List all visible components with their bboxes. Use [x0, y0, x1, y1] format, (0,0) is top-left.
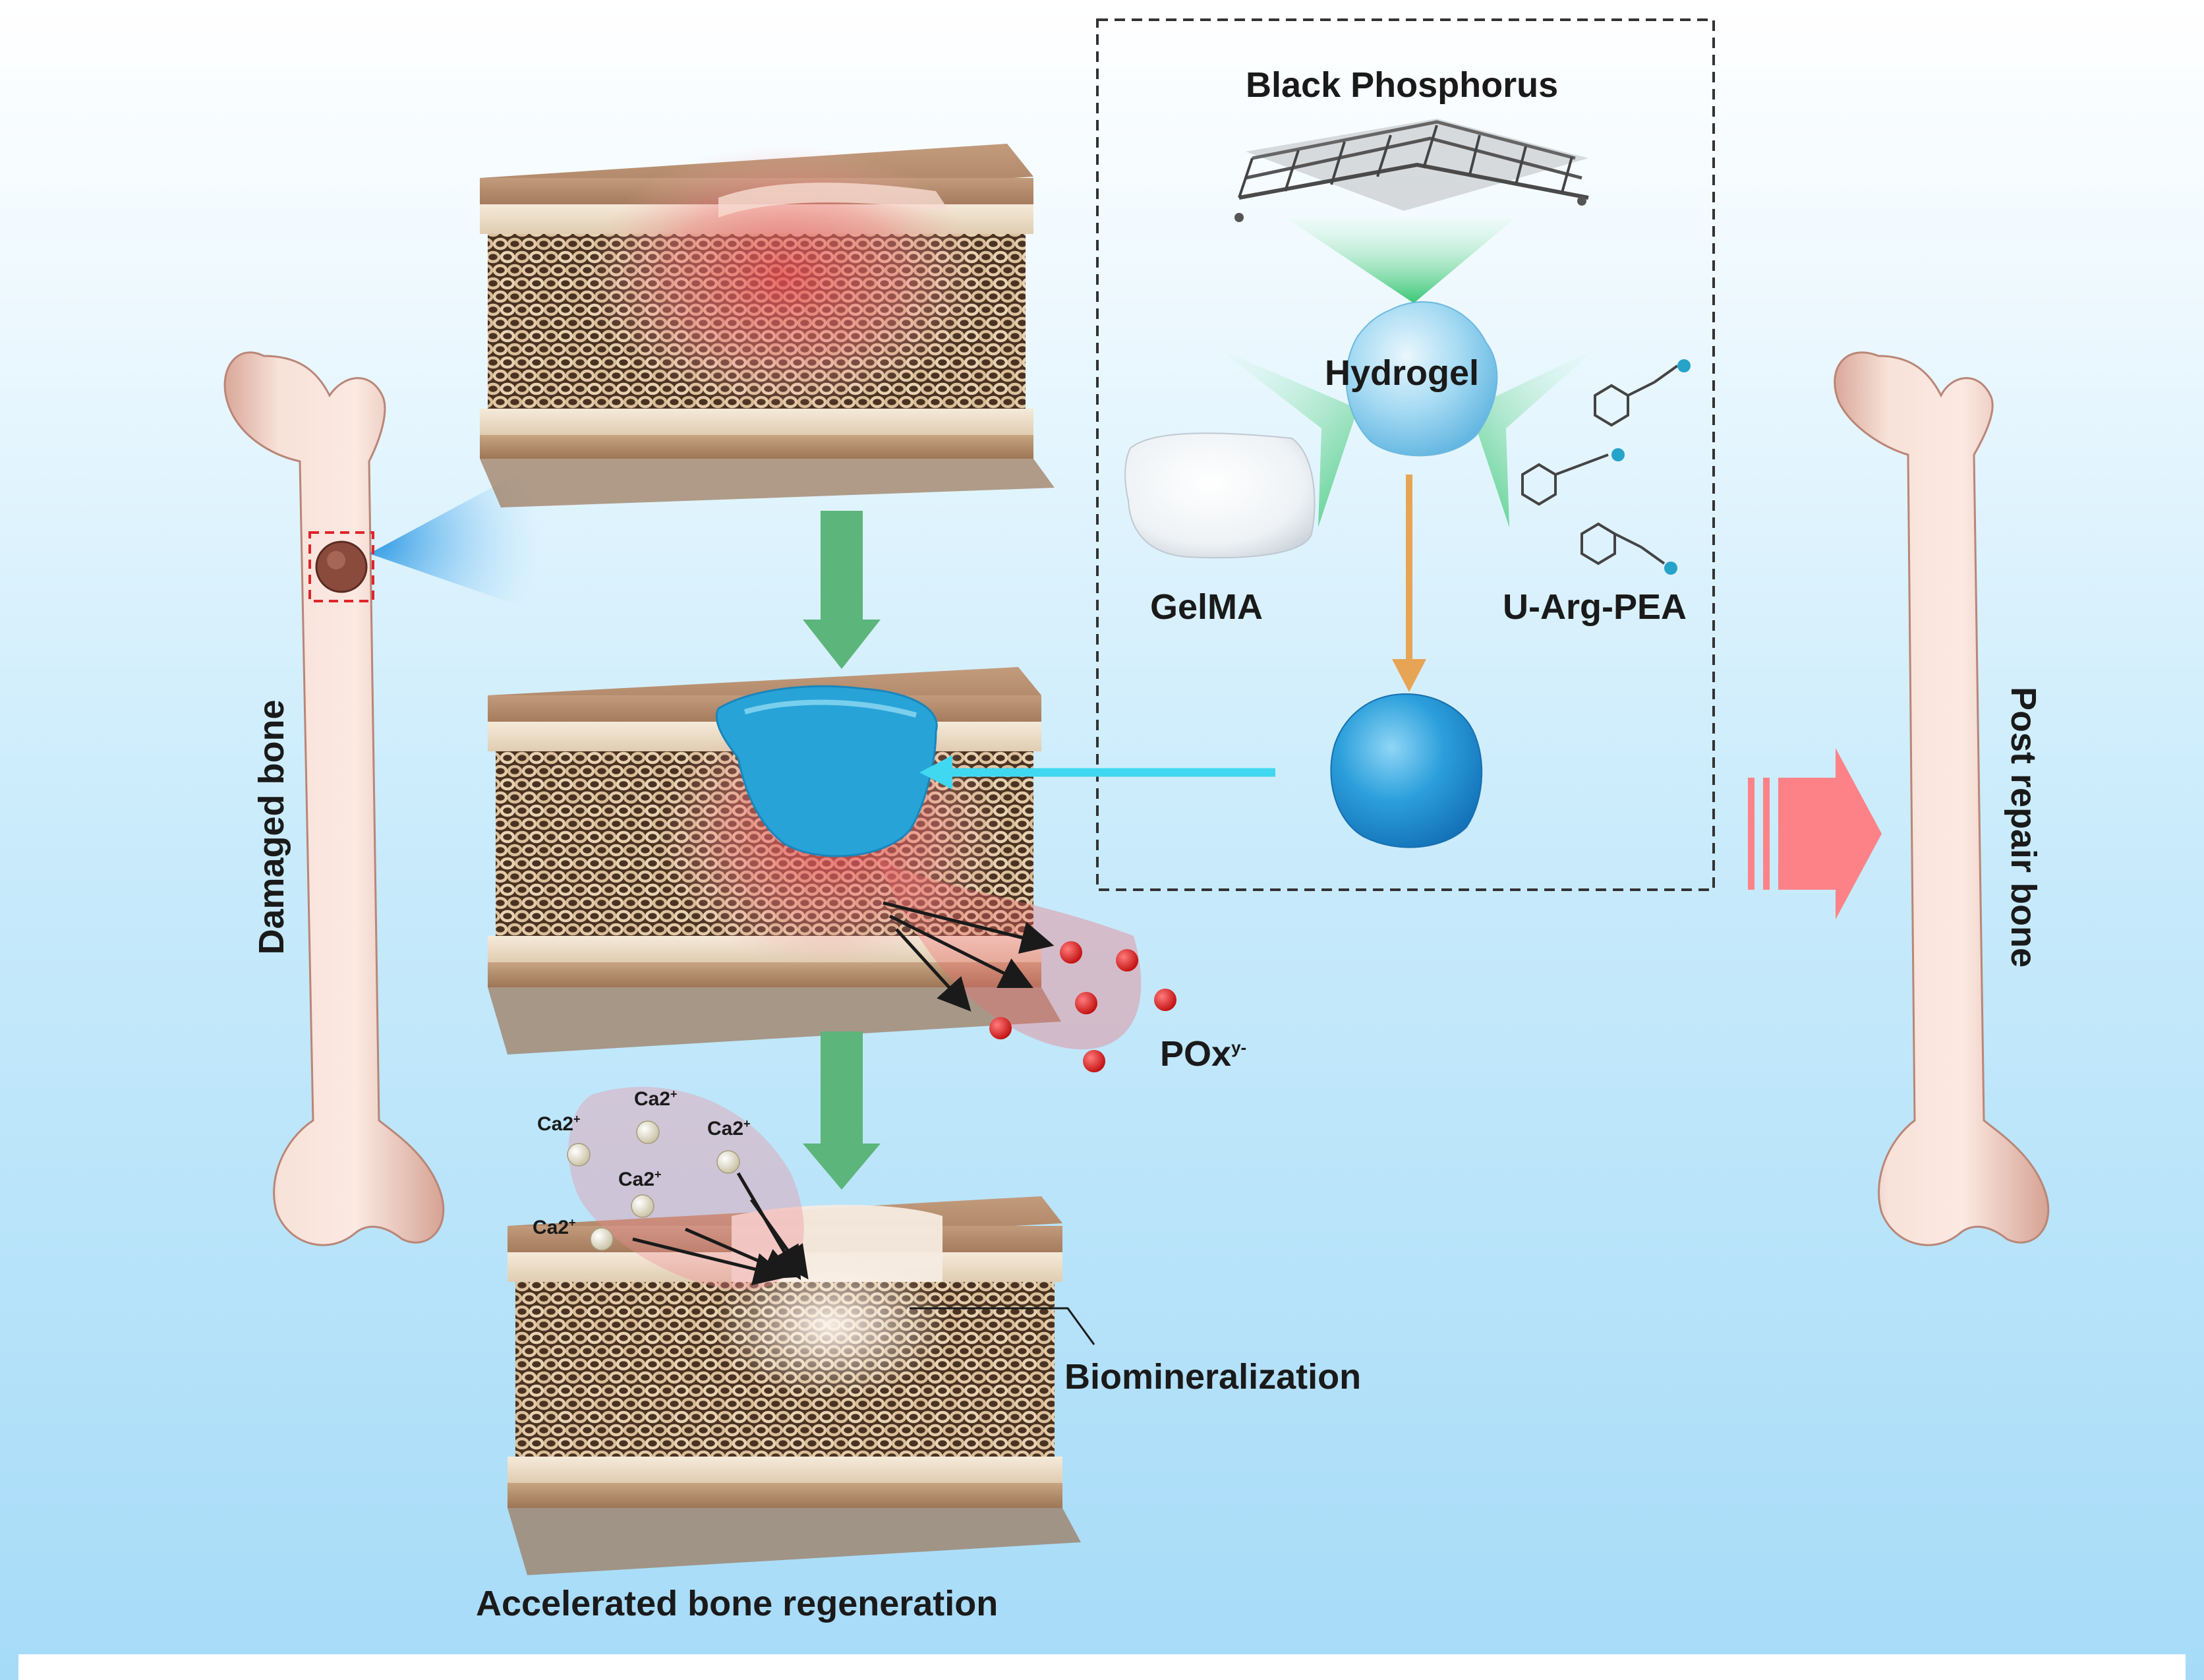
- pox-particle: [1060, 941, 1082, 964]
- label-ca-superscript: +: [654, 1168, 662, 1181]
- label-ca-superscript: +: [573, 1113, 581, 1126]
- calcium-particles: [567, 1120, 740, 1251]
- label-pox: POxy-: [1160, 1033, 1246, 1074]
- label-gelma: GelMA: [1150, 587, 1263, 627]
- repair-arrow: [1748, 748, 1882, 919]
- label-ca-text: Ca2: [634, 1088, 671, 1110]
- label-ca-superscript: +: [569, 1216, 576, 1229]
- pox-particle: [1083, 1050, 1105, 1072]
- label-ca-text: Ca2: [537, 1113, 574, 1135]
- process-arrow-down-2: [803, 1031, 881, 1190]
- u-arg-pea-molecules: [1521, 359, 1691, 575]
- label-post-repair-bone: Post repair bone: [2004, 686, 2043, 968]
- hydrogel-implanted-block: [488, 667, 1142, 1055]
- calcium-particle: [590, 1227, 614, 1251]
- damaged-tissue-block: [480, 144, 1055, 507]
- calcium-particle: [636, 1120, 660, 1144]
- label-ca-superscript: +: [670, 1087, 678, 1101]
- label-damaged-bone: Damaged bone: [252, 699, 291, 955]
- label-ca-3: Ca2+: [707, 1117, 751, 1140]
- calcium-particle: [631, 1194, 654, 1218]
- label-ca-4: Ca2+: [618, 1168, 662, 1191]
- label-ca-text: Ca2: [618, 1169, 655, 1190]
- post-repair-bone-illustration: [1834, 351, 2050, 1246]
- regenerated-block: [508, 1087, 1095, 1575]
- black-phosphorus-sheet: [1234, 119, 1589, 222]
- pox-particle: [1075, 992, 1097, 1014]
- label-ca-1: Ca2+: [537, 1113, 581, 1136]
- label-biomineralization: Biomineralization: [1064, 1357, 1362, 1397]
- label-accelerated-bone-regeneration: Accelerated bone regeneration: [476, 1584, 999, 1623]
- calcium-particle: [716, 1150, 740, 1174]
- label-ca-text: Ca2: [533, 1217, 569, 1238]
- label-ca-2: Ca2+: [634, 1087, 678, 1111]
- process-arrow-down-1: [803, 511, 881, 669]
- label-ca-superscript: +: [743, 1117, 751, 1130]
- pox-particle: [1116, 949, 1138, 971]
- label-black-phosphorus: Black Phosphorus: [1246, 65, 1559, 105]
- pox-particles: [989, 941, 1176, 1072]
- label-hydrogel: Hydrogel: [1325, 353, 1480, 393]
- label-pox-text: POx: [1160, 1034, 1232, 1074]
- label-u-arg-pea: U-Arg-PEA: [1503, 587, 1687, 627]
- label-ca-text: Ca2: [707, 1118, 744, 1140]
- synthesis-panel: [1096, 18, 1715, 891]
- injection-arrow: [919, 755, 1275, 790]
- label-ca-5: Ca2+: [533, 1216, 576, 1239]
- calcium-particle: [567, 1143, 591, 1167]
- pox-particle: [1154, 989, 1176, 1011]
- pox-particle: [989, 1017, 1012, 1039]
- label-pox-superscript: y-: [1231, 1037, 1247, 1057]
